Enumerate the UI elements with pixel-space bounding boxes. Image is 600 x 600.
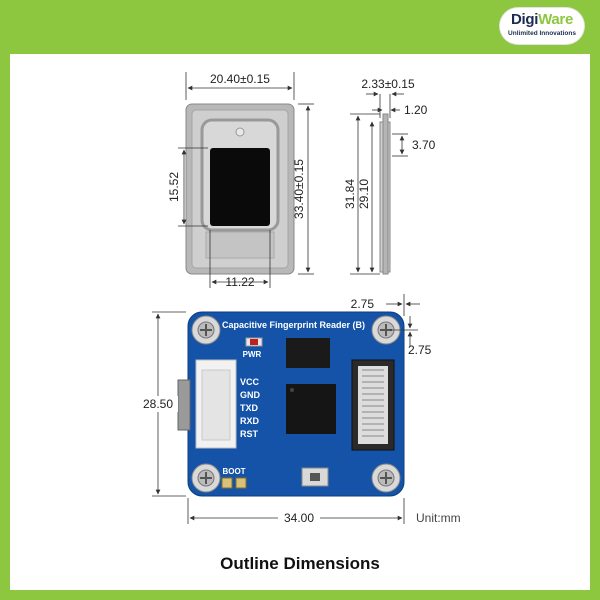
pin-label-rxd: RXD [240,416,260,426]
window-height-dim: 15.52 [167,172,181,202]
sensor-window [210,148,270,226]
brand-name-part2: Ware [538,11,574,28]
pcb-board [177,311,405,497]
sensor-width-dim: 20.40±0.15 [210,72,270,86]
brand-tagline: Unlimited Innovations [508,30,576,37]
brand-name: DigiWare [500,11,584,29]
hole-offset-y-dim: 2.75 [408,343,432,357]
mounting-screw [191,463,221,493]
mounting-screw [371,463,401,493]
sensor-base [205,231,275,259]
bezel-hole [235,127,245,137]
sensor-height-dim: 33.40±0.15 [292,159,306,219]
brand-logo: DigiWare Unlimited Innovations [500,8,584,44]
flash-chip [286,338,330,368]
window-width-dim: 11.22 [225,275,254,289]
board-height-dim: 28.50 [143,397,173,411]
boot-pad [235,477,247,489]
side-length-outer-dim: 31.84 [343,179,357,209]
pin-label-vcc: VCC [240,377,260,387]
side-step-dim: 3.70 [412,138,436,152]
mcu-chip [286,384,336,434]
unit-label: Unit:mm [416,511,461,525]
side-length-inner-dim: 29.10 [357,179,371,209]
mounting-screw [191,315,221,345]
pcb-title-silkscreen: Capacitive Fingerprint Reader (B) [222,320,365,330]
board-width-dim: 34.00 [284,511,314,525]
dimension-drawing: 20.40±0.15 15.52 11.22 33.40±0.15 2.33±0… [138,72,461,526]
pin-label-gnd: GND [240,390,261,400]
sensor-side-view [379,113,391,275]
boot-label: BOOT [222,467,245,476]
hole-offset-x-dim: 2.75 [351,297,375,311]
side-plate [382,113,389,275]
brand-name-part1: Digi [510,11,539,28]
caption-title: Outline Dimensions [220,554,380,573]
pin-labels: VCC GND TXD RXD RST [240,377,261,439]
plate-thickness-dim: 1.20 [404,103,428,117]
pwr-label: PWR [243,350,262,359]
pin-label-rst: RST [240,429,259,439]
boot-pad [221,477,233,489]
side-connector [177,379,191,431]
side-thickness-dim: 2.33±0.15 [361,77,415,91]
content-panel: 20.40±0.15 15.52 11.22 33.40±0.15 2.33±0… [10,54,590,590]
pin-label-txd: TXD [240,403,259,413]
sensor-top-view [185,103,295,275]
